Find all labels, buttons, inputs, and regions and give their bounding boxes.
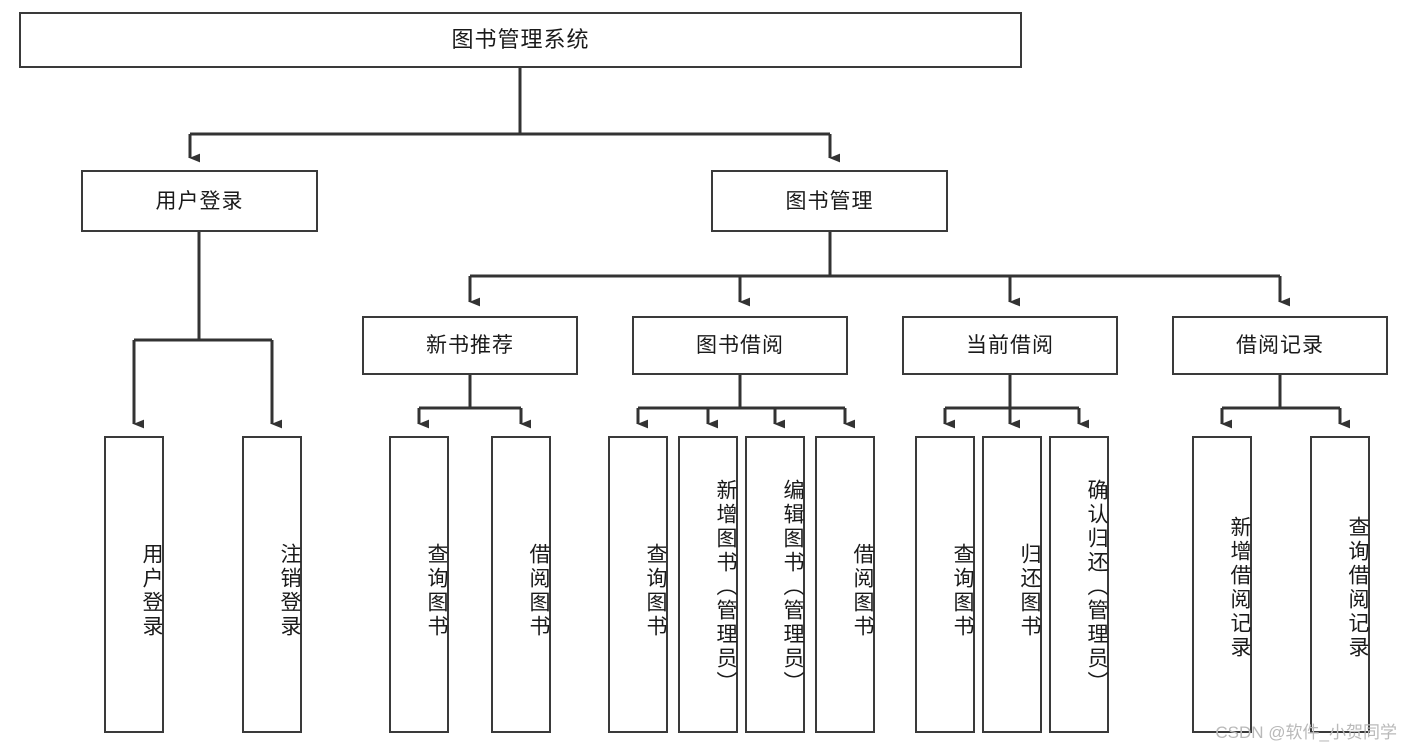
leaf-query-record-label: 查询借阅记录	[1346, 515, 1369, 660]
node-book-borrow-label: 图书借阅	[696, 334, 784, 357]
leaf-borrow-book-2-label: 借阅图书	[851, 542, 874, 639]
leaf-return-book[interactable]: 归还图书	[982, 436, 1042, 733]
node-borrow-record-label: 借阅记录	[1236, 334, 1324, 357]
leaf-return-book-label: 归还图书	[1018, 542, 1041, 639]
leaf-confirm-return[interactable]: 确认归还（管理员）	[1049, 436, 1109, 733]
leaf-query-book-2-label: 查询图书	[644, 542, 667, 639]
node-book-manage[interactable]: 图书管理	[711, 170, 948, 232]
leaf-borrow-book-2[interactable]: 借阅图书	[815, 436, 875, 733]
leaf-edit-book-label: 编辑图书（管理员）	[781, 478, 804, 695]
watermark: CSDN @软件_小贺同学	[1215, 723, 1397, 742]
node-new-book-recommend[interactable]: 新书推荐	[362, 316, 578, 375]
leaf-borrow-book-1-label: 借阅图书	[527, 542, 550, 639]
leaf-query-record[interactable]: 查询借阅记录	[1310, 436, 1370, 733]
node-borrow-record[interactable]: 借阅记录	[1172, 316, 1388, 375]
node-book-borrow[interactable]: 图书借阅	[632, 316, 848, 375]
node-root[interactable]: 图书管理系统	[19, 12, 1022, 68]
leaf-user-login-label: 用户登录	[140, 542, 163, 639]
leaf-user-login[interactable]: 用户登录	[104, 436, 164, 733]
leaf-add-book[interactable]: 新增图书（管理员）	[678, 436, 738, 733]
node-current-borrow-label: 当前借阅	[966, 334, 1054, 357]
node-user-login-label: 用户登录	[155, 189, 244, 213]
leaf-add-record[interactable]: 新增借阅记录	[1192, 436, 1252, 733]
leaf-edit-book[interactable]: 编辑图书（管理员）	[745, 436, 805, 733]
node-user-login[interactable]: 用户登录	[81, 170, 318, 232]
node-book-manage-label: 图书管理	[785, 189, 874, 213]
leaf-query-book-3-label: 查询图书	[951, 542, 974, 639]
leaf-query-book-1[interactable]: 查询图书	[389, 436, 449, 733]
node-new-book-recommend-label: 新书推荐	[426, 334, 514, 357]
leaf-borrow-book-1[interactable]: 借阅图书	[491, 436, 551, 733]
leaf-add-record-label: 新增借阅记录	[1228, 515, 1251, 660]
node-current-borrow[interactable]: 当前借阅	[902, 316, 1118, 375]
node-root-label: 图书管理系统	[451, 27, 590, 52]
leaf-query-book-3[interactable]: 查询图书	[915, 436, 975, 733]
leaf-user-logout[interactable]: 注销登录	[242, 436, 302, 733]
leaf-user-logout-label: 注销登录	[278, 542, 301, 639]
leaf-confirm-return-label: 确认归还（管理员）	[1085, 478, 1108, 695]
leaf-add-book-label: 新增图书（管理员）	[714, 478, 737, 695]
leaf-query-book-2[interactable]: 查询图书	[608, 436, 668, 733]
leaf-query-book-1-label: 查询图书	[425, 542, 448, 639]
